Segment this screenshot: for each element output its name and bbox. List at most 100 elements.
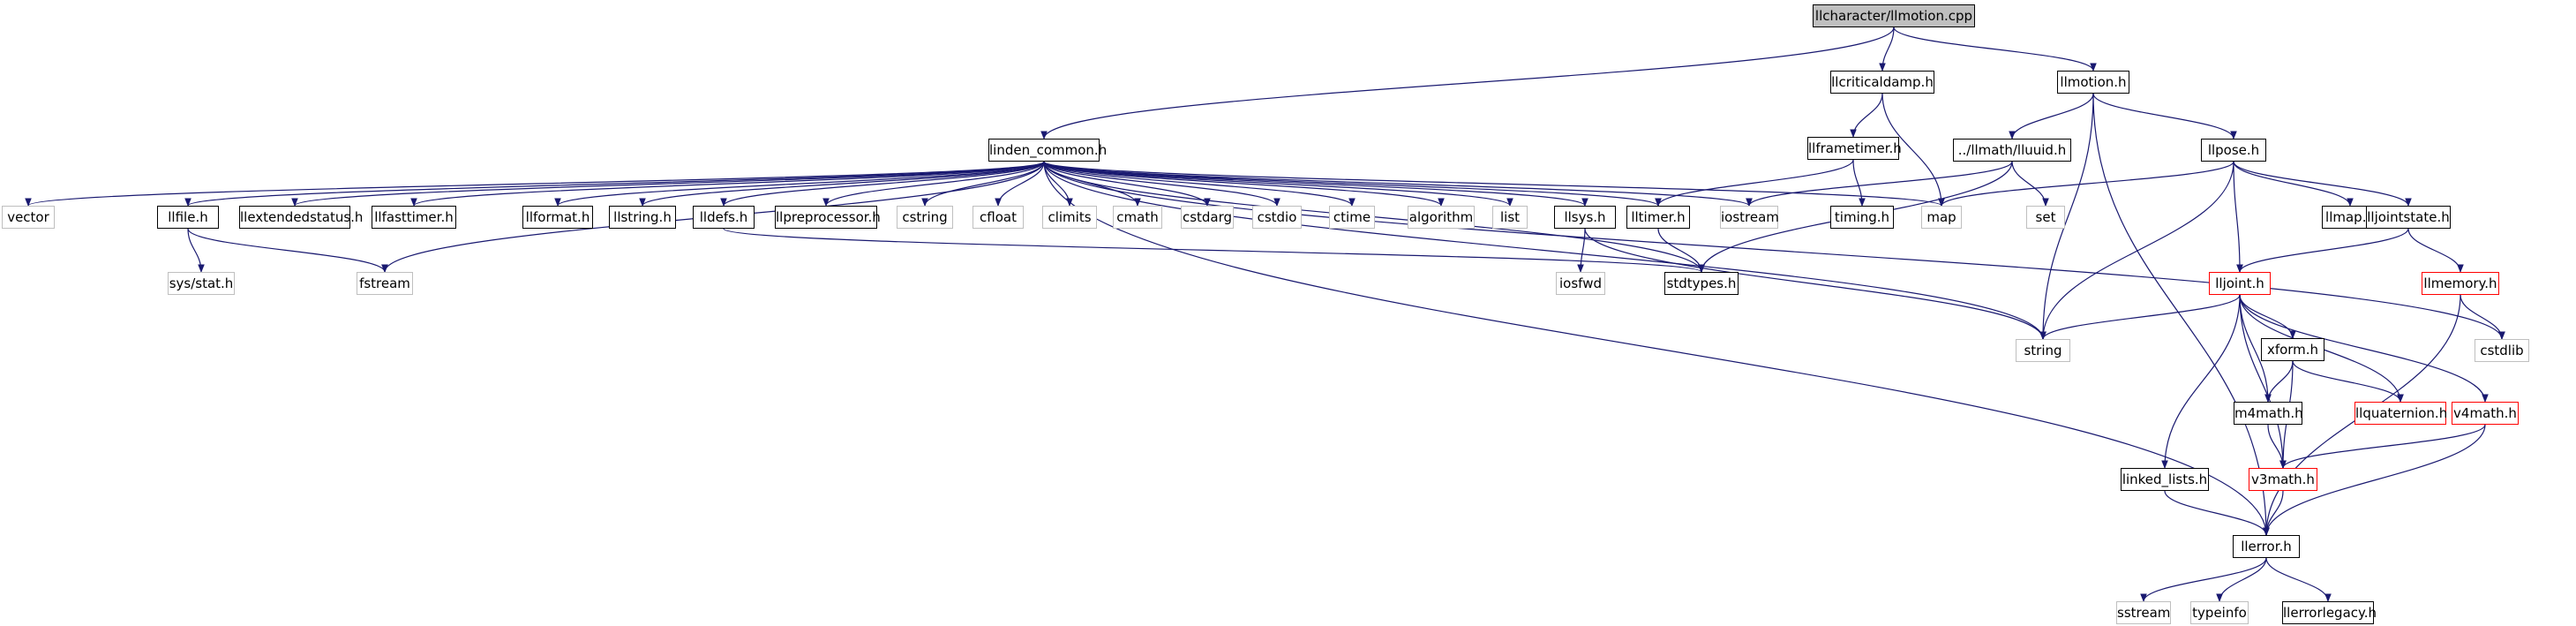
edge-linden-common-h-to-lldefs-h <box>720 161 1045 207</box>
node-llfasttimer-h[interactable]: llfasttimer.h <box>372 206 456 229</box>
edge-linden-common-h-to-map <box>1043 161 1945 207</box>
edge-linden-common-h-to-vector <box>25 161 1045 207</box>
node-llfile-h[interactable]: llfile.h <box>157 206 219 229</box>
node-cstdlib: cstdlib <box>2475 339 2529 362</box>
edge-xform-h-to-llquaternion-h <box>2292 360 2404 403</box>
edge-llpose-h-to-llmap-h <box>2233 161 2354 207</box>
node-llextendedstatus-h[interactable]: llextendedstatus.h <box>239 206 363 229</box>
node-llformat-h[interactable]: llformat.h <box>522 206 593 229</box>
edge-lldefs-h-to-stdtypes-h <box>723 228 1705 273</box>
node-lltimer-h[interactable]: lltimer.h <box>1626 206 1690 229</box>
dependency-edges <box>25 26 2505 602</box>
node-m4math-h[interactable]: m4math.h <box>2234 402 2303 425</box>
edge-llfile-h-to-fstream <box>187 228 388 273</box>
edge-lluuid-h-to-set <box>2011 161 2049 207</box>
node-cstdio: cstdio <box>1252 206 1302 229</box>
edge-linden-common-h-to-llpreprocessor-h <box>822 161 1045 207</box>
edge-llsys-h-to-string <box>1584 228 2047 340</box>
node-set: set <box>2026 206 2065 229</box>
edge-linden-common-h-to-cstdlib <box>1043 161 2505 340</box>
node-fstream: fstream <box>357 272 413 295</box>
node-xform-h[interactable]: xform.h <box>2261 338 2324 361</box>
edge-v4math-h-to-v3math-h <box>2279 424 2486 469</box>
edge-linden-common-h-to-iostream <box>1043 161 1753 207</box>
node-llframetimer-h[interactable]: llframetimer.h <box>1807 137 1902 160</box>
edge-llmotion-h-to-llerror-h <box>2092 93 2270 536</box>
node-sys-stat-h: sys/stat.h <box>168 272 235 295</box>
edge-llerror-h-to-typeinfo <box>2216 557 2267 602</box>
node-linden-common-h[interactable]: linden_common.h <box>988 139 1107 162</box>
edge-linden-common-h-to-llextendedstatus-h <box>291 161 1045 207</box>
node-linked-lists-h[interactable]: linked_lists.h <box>2121 468 2209 491</box>
edge-lljoint-h-to-linked-lists-h <box>2161 294 2241 469</box>
node-llpreprocessor-h[interactable]: llpreprocessor.h <box>775 206 881 229</box>
edge-llerror-h-to-llerrorlegacy-h <box>2265 557 2332 602</box>
edge-linden-common-h-to-string <box>1043 161 2047 340</box>
edge-linden-common-h-to-cstdio <box>1043 161 1280 207</box>
edge-lljoint-h-to-string <box>2039 294 2241 340</box>
edge-llcriticaldamp-h-to-llframetimer-h <box>1850 93 1883 138</box>
edge-llframetimer-h-to-timing-h <box>1852 159 1866 207</box>
edge-linden-common-h-to-cstring <box>921 161 1045 207</box>
edge-llmemory-h-to-cstdlib <box>2460 294 2505 340</box>
edge-llsys-h-to-iosfwd <box>1577 228 1586 273</box>
node-llsys-h[interactable]: llsys.h <box>1554 206 1616 229</box>
edge-v3math-h-to-llerror-h <box>2263 490 2284 536</box>
edge-linden-common-h-to-lltimer-h <box>1043 161 1662 207</box>
edge-llmotion-h-to-string <box>2039 93 2094 340</box>
node-map: map <box>1921 206 1962 229</box>
node-llcriticaldamp-h[interactable]: llcriticaldamp.h <box>1830 71 1934 94</box>
node-llmotion-h[interactable]: llmotion.h <box>2057 71 2129 94</box>
node-list: list <box>1492 206 1528 229</box>
node-llmemory-h[interactable]: llmemory.h <box>2422 272 2499 295</box>
edge-llpose-h-to-lljointstate-h <box>2233 161 2412 207</box>
node-lljoint-h[interactable]: lljoint.h <box>2209 272 2271 295</box>
edge-lljoint-h-to-v4math-h <box>2239 294 2489 403</box>
edge-linden-common-h-to-llfile-h <box>184 161 1045 207</box>
node-iosfwd: iosfwd <box>1556 272 1605 295</box>
node-iostream: iostream <box>1720 206 1779 229</box>
edge-lljoint-h-to-v3math-h <box>2239 294 2287 469</box>
node-timing-h[interactable]: timing.h <box>1830 206 1894 229</box>
edge-linden-common-h-to-list <box>1043 161 1513 207</box>
edge-llframetimer-h-to-lltimer-h <box>1655 159 1854 207</box>
node-v3math-h[interactable]: v3math.h <box>2249 468 2317 491</box>
node-llpose-h[interactable]: llpose.h <box>2201 139 2266 162</box>
edge-llmotion-cpp-to-llcriticaldamp-h <box>1879 26 1895 72</box>
edge-lljoint-h-to-xform-h <box>2239 294 2296 339</box>
edge-linden-common-h-to-llerror-h <box>1043 161 2270 536</box>
edge-lljointstate-h-to-llmemory-h <box>2407 228 2464 273</box>
node-llquaternion-h[interactable]: llquaternion.h <box>2354 402 2447 425</box>
edge-linden-common-h-to-llfasttimer-h <box>410 161 1045 207</box>
edge-llpose-h-to-lljoint-h <box>2233 161 2243 273</box>
node-climits: climits <box>1042 206 1097 229</box>
node-cmath: cmath <box>1113 206 1162 229</box>
node-v4math-h[interactable]: v4math.h <box>2452 402 2519 425</box>
node-stdtypes-h[interactable]: stdtypes.h <box>1664 272 1739 295</box>
node-llmotion-cpp[interactable]: llcharacter/llmotion.cpp <box>1813 4 1975 27</box>
node-cfloat: cfloat <box>973 206 1024 229</box>
node-lluuid-h[interactable]: ../llmath/lluuid.h <box>1953 139 2071 162</box>
node-lldefs-h[interactable]: lldefs.h <box>693 206 755 229</box>
edge-linden-common-h-to-llstring-h <box>639 161 1045 207</box>
edge-linden-common-h-to-cstdarg <box>1043 161 1211 207</box>
edge-llpose-h-to-map <box>1938 161 2234 207</box>
node-ctime: ctime <box>1329 206 1375 229</box>
edge-m4math-h-to-v3math-h <box>2267 424 2287 469</box>
node-llerror-h[interactable]: llerror.h <box>2233 535 2300 558</box>
edge-lljointstate-h-to-lljoint-h <box>2236 228 2409 273</box>
edge-xform-h-to-m4math-h <box>2264 360 2294 403</box>
node-llerrorlegacy-h[interactable]: llerrorlegacy.h <box>2282 601 2377 624</box>
edge-llmotion-cpp-to-linden-common-h <box>1040 26 1895 140</box>
edge-linden-common-h-to-llformat-h <box>554 161 1045 207</box>
node-cstring: cstring <box>897 206 953 229</box>
node-llstring-h[interactable]: llstring.h <box>609 206 676 229</box>
node-sstream: sstream <box>2116 601 2171 624</box>
edge-llmotion-h-to-lluuid-h <box>2009 93 2094 140</box>
edge-linden-common-h-to-cfloat <box>995 161 1045 207</box>
node-string: string <box>2016 339 2070 362</box>
edge-lltimer-h-to-stdtypes-h <box>1657 228 1705 273</box>
node-lljointstate-h[interactable]: lljointstate.h <box>2366 206 2451 229</box>
edge-llmotion-h-to-llpose-h <box>2092 93 2237 140</box>
